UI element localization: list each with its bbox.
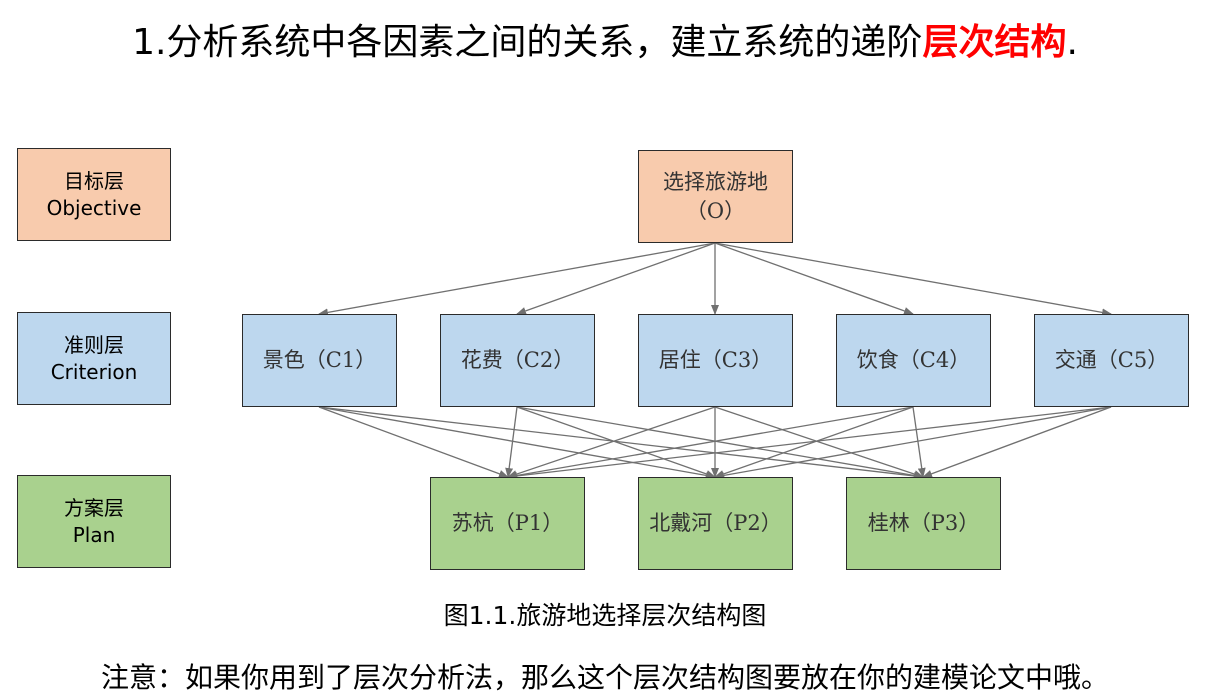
link-o-c4	[714, 242, 914, 315]
criterion-label: 景色（C1）	[262, 348, 377, 373]
criterion-label: 花费（C2）	[460, 348, 575, 373]
link-c4-p3	[912, 406, 926, 478]
link-c2-p2	[516, 406, 716, 478]
plan-label: 北戴河（P2）	[649, 511, 782, 536]
link-o-c1	[318, 242, 716, 317]
plan-label: 桂林（P3）	[867, 511, 980, 536]
criterion-node-c1: 景色（C1）	[242, 314, 397, 407]
layer-objective: 目标层 Objective	[17, 148, 171, 241]
link-c5-p1	[507, 406, 1112, 480]
title-end: .	[1066, 22, 1078, 63]
link-c2-p3	[516, 406, 924, 480]
link-o-c2	[516, 242, 716, 315]
criterion-node-c5: 交通（C5）	[1034, 314, 1189, 407]
plan-node-p3: 桂林（P3）	[846, 477, 1001, 570]
slide-title: 1.分析系统中各因素之间的关系，建立系统的递阶层次结构.	[0, 16, 1210, 70]
criterion-node-c4: 饮食（C4）	[836, 314, 991, 407]
link-c1-p1	[318, 406, 509, 478]
title-text: 1.分析系统中各因素之间的关系，建立系统的递阶	[132, 22, 923, 63]
plan-node-p1: 苏杭（P1）	[430, 477, 585, 570]
plan-label: 苏杭（P1）	[451, 511, 564, 536]
plan-node-p2: 北戴河（P2）	[638, 477, 793, 570]
criterion-label: 交通（C5）	[1054, 348, 1169, 373]
objective-label: 选择旅游地	[663, 170, 768, 195]
link-c2-p1	[505, 406, 518, 478]
footnote: 注意：如果你用到了层次分析法，那么这个层次结构图要放在你的建模论文中哦。	[100, 661, 1109, 694]
layer-plan: 方案层 Plan	[17, 475, 171, 568]
link-c5-p3	[922, 406, 1112, 478]
link-c3-p1	[507, 406, 716, 478]
link-o-c5	[714, 242, 1112, 317]
criterion-label: 居住（C3）	[658, 348, 773, 373]
layer-objective-en: Objective	[46, 195, 142, 220]
layer-objective-name: 目标层	[64, 168, 124, 193]
layer-plan-name: 方案层	[64, 495, 124, 520]
link-c3-p3	[714, 406, 924, 478]
layer-criterion-en: Criterion	[50, 359, 138, 384]
objective-node: 选择旅游地 （O）	[638, 150, 793, 243]
link-c5-p2	[714, 406, 1112, 480]
title-highlight: 层次结构	[922, 22, 1067, 63]
layer-plan-en: Plan	[72, 522, 116, 547]
criterion-node-c3: 居住（C3）	[638, 314, 793, 407]
layer-criterion-name: 准则层	[64, 332, 124, 357]
figure-caption: 图1.1.旅游地选择层次结构图	[443, 601, 767, 630]
criterion-label: 饮食（C4）	[856, 348, 971, 373]
layer-criterion: 准则层 Criterion	[17, 312, 171, 405]
link-c1-p3	[318, 406, 924, 480]
criterion-node-c2: 花费（C2）	[440, 314, 595, 407]
objective-code: （O）	[685, 198, 746, 223]
link-c4-p1	[507, 406, 914, 480]
link-c1-p2	[318, 406, 716, 480]
